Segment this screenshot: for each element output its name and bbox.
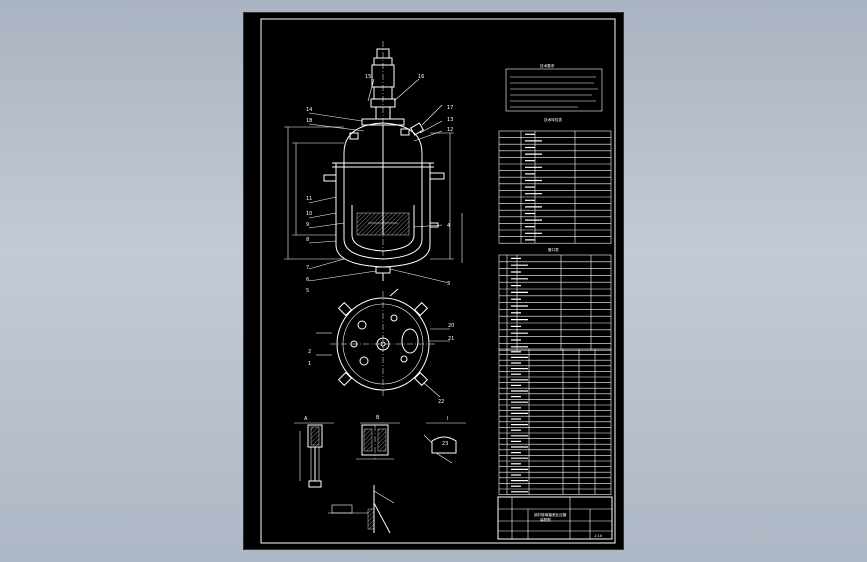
scale-label: 1:10 bbox=[594, 534, 603, 538]
balloon-18: 18 bbox=[306, 118, 312, 124]
balloon-22: 22 bbox=[438, 399, 444, 405]
balloon-4: 4 bbox=[447, 223, 450, 229]
spec-table bbox=[498, 130, 612, 244]
detail-view-i bbox=[423, 422, 466, 464]
balloon-10: 10 bbox=[306, 211, 312, 217]
balloon-12: 12 bbox=[447, 127, 453, 133]
balloon-11: 11 bbox=[306, 196, 312, 202]
section-a-label: A bbox=[304, 416, 308, 422]
technical-notes bbox=[505, 68, 603, 112]
notes-title: 技术要求 bbox=[540, 63, 555, 68]
cad-drawing: 15 16 14 17 13 12 18 11 10 9 8 7 6 5 4 3… bbox=[260, 18, 616, 544]
title-block bbox=[497, 496, 613, 540]
balloon-3: 3 bbox=[447, 281, 450, 287]
balloon-8: 8 bbox=[306, 237, 309, 243]
balloon-13: 13 bbox=[447, 117, 453, 123]
drawing-border bbox=[260, 18, 616, 544]
vessel-elevation bbox=[284, 41, 463, 284]
vessel-plan-view bbox=[316, 288, 450, 398]
balloon-16: 16 bbox=[418, 74, 424, 80]
balloon-23: 23 bbox=[442, 441, 448, 447]
balloon-5: 5 bbox=[306, 288, 309, 294]
detail-view-a bbox=[294, 422, 334, 488]
detail-view-weld bbox=[328, 485, 395, 534]
title-line-1: 钢衬玻璃搪瓷反应罐 bbox=[534, 512, 567, 517]
balloon-6: 6 bbox=[306, 277, 309, 283]
nozzle-table-title: 管口表 bbox=[548, 247, 559, 252]
title-line-2: 装配图 bbox=[540, 517, 551, 522]
spec-table-frame bbox=[498, 130, 612, 244]
parts-list bbox=[498, 348, 612, 495]
balloon-17: 17 bbox=[447, 105, 453, 111]
balloon-15: 15 bbox=[365, 74, 371, 80]
balloon-7: 7 bbox=[306, 265, 309, 271]
balloon-9: 9 bbox=[306, 222, 309, 228]
section-b-label: B bbox=[376, 415, 380, 421]
spec-table-title: 技术特性表 bbox=[544, 117, 562, 122]
balloon-21: 21 bbox=[448, 336, 454, 342]
detail-i-label: I bbox=[447, 416, 448, 422]
balloon-1: 1 bbox=[308, 361, 311, 367]
balloon-14: 14 bbox=[306, 107, 312, 113]
balloon-20: 20 bbox=[448, 323, 454, 329]
detail-view-b bbox=[356, 422, 400, 460]
drawing-sheet: 15 16 14 17 13 12 18 11 10 9 8 7 6 5 4 3… bbox=[244, 13, 623, 549]
nozzle-table bbox=[498, 254, 612, 351]
balloon-2: 2 bbox=[308, 349, 311, 355]
